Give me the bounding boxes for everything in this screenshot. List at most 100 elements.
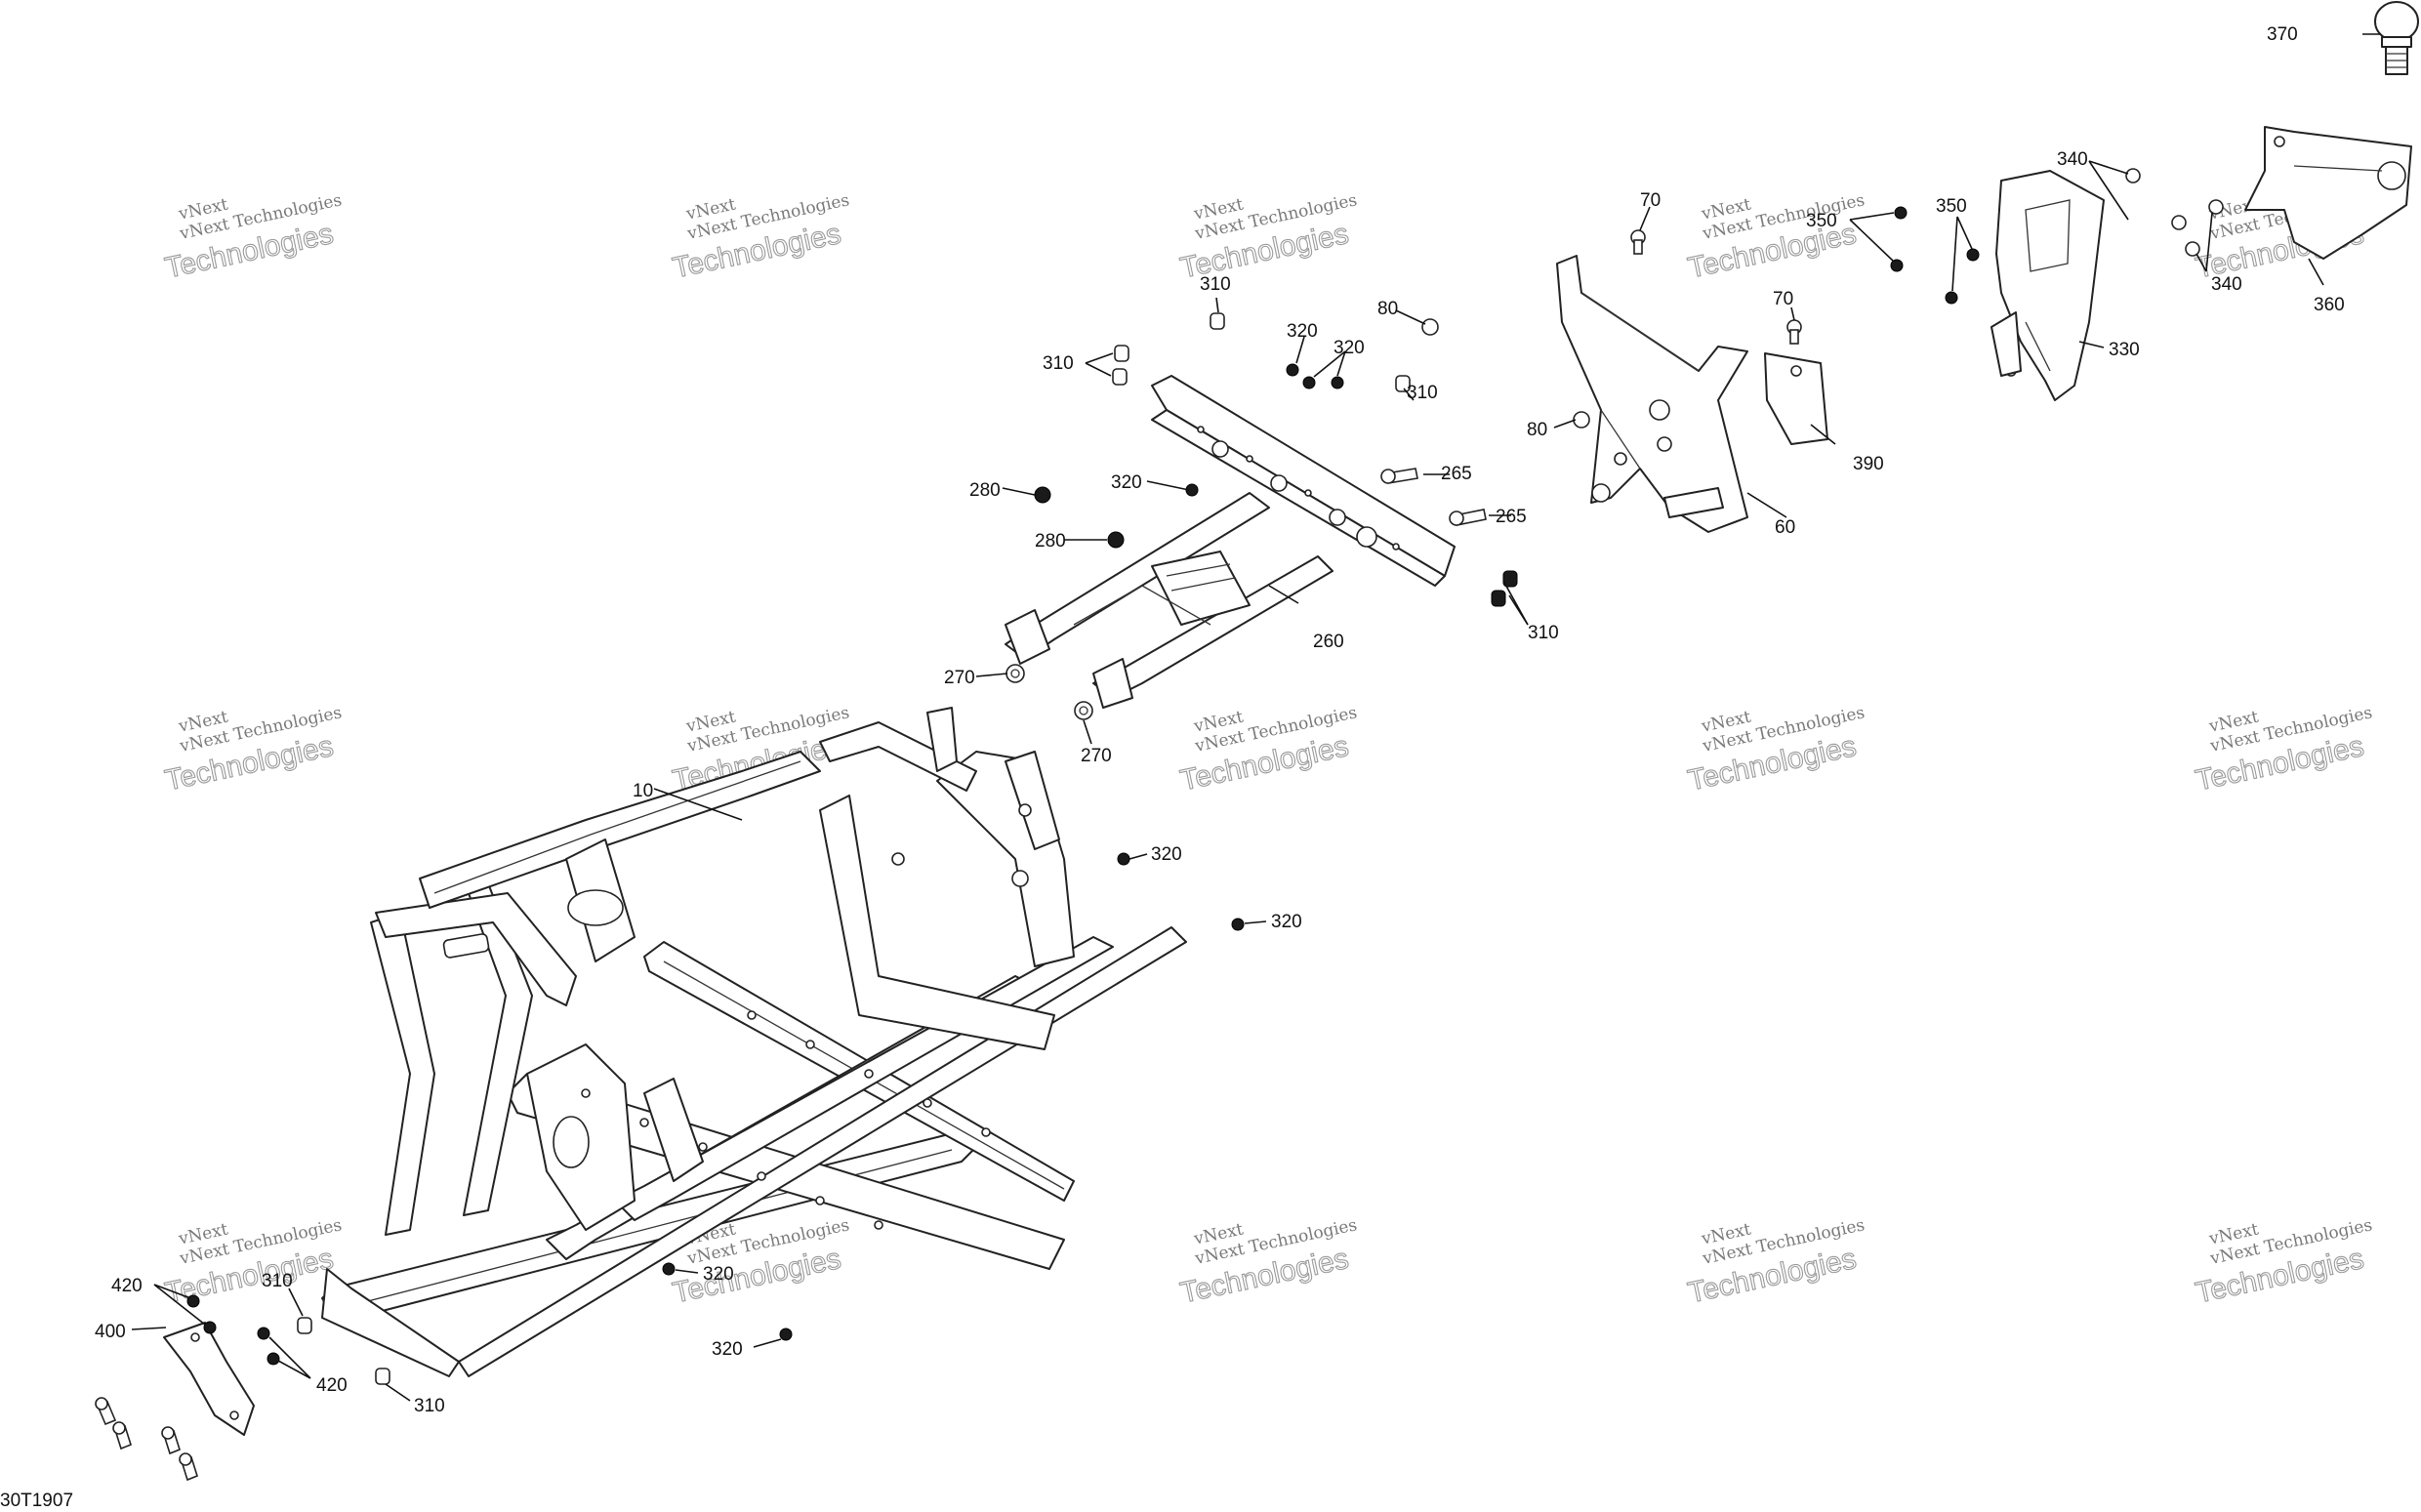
fastener-layer: [95, 168, 2224, 1482]
bolt-340[interactable]: [2208, 199, 2224, 215]
callout-390[interactable]: 390: [1853, 454, 1884, 474]
watermark: vNext vNext Technologies Technologies: [1177, 190, 1359, 285]
callout-350[interactable]: 350: [1806, 211, 1837, 231]
bolt[interactable]: [179, 1452, 198, 1482]
callout-330[interactable]: 330: [2109, 340, 2140, 360]
callout-310[interactable]: 310: [1043, 353, 1074, 374]
subframe-part-260[interactable]: [1005, 375, 1456, 709]
bolt-265[interactable]: [1449, 509, 1487, 526]
nut-350[interactable]: [1894, 206, 1908, 220]
callout-420[interactable]: 420: [316, 1375, 348, 1396]
callout-70[interactable]: 70: [1773, 289, 1793, 309]
plate-part-330[interactable]: [1990, 170, 2105, 401]
bolt[interactable]: [112, 1421, 132, 1451]
callout-60[interactable]: 60: [1775, 517, 1795, 538]
callout-80[interactable]: 80: [1377, 299, 1398, 319]
bolt-70[interactable]: [1786, 319, 1802, 345]
callout-280[interactable]: 280: [1035, 531, 1066, 552]
bushing-310[interactable]: [1395, 375, 1411, 392]
main-frame-part-10[interactable]: [321, 707, 1187, 1377]
bolt-340[interactable]: [2125, 168, 2141, 184]
hitch-ball-part-370[interactable]: [2374, 1, 2419, 75]
nut-320[interactable]: [1286, 363, 1299, 377]
callout-310[interactable]: 310: [1407, 383, 1438, 403]
watermark: vNext vNext Technologies Technologies: [1177, 1215, 1359, 1310]
bushing-310[interactable]: [1502, 570, 1518, 588]
callout-320[interactable]: 320: [1111, 472, 1142, 493]
callout-265[interactable]: 265: [1496, 507, 1527, 527]
callout-280[interactable]: 280: [969, 480, 1001, 501]
callout-340[interactable]: 340: [2211, 274, 2242, 295]
bushing-310[interactable]: [1491, 590, 1506, 607]
callout-265[interactable]: 265: [1441, 464, 1472, 484]
nut-320[interactable]: [1231, 918, 1245, 931]
bushing-310[interactable]: [1112, 368, 1128, 386]
bracket-part-60[interactable]: [1556, 255, 1748, 533]
callout-310[interactable]: 310: [1528, 623, 1559, 643]
drawing-reference-code: 30T1907: [0, 1491, 73, 1511]
nut-320[interactable]: [779, 1328, 793, 1341]
watermark: vNext vNext Technologies Technologies: [162, 703, 344, 797]
nut-320[interactable]: [1117, 852, 1130, 866]
nut-350[interactable]: [1966, 248, 1980, 262]
bolt[interactable]: [161, 1426, 181, 1455]
callout-310[interactable]: 310: [414, 1396, 445, 1416]
nut-80[interactable]: [1421, 318, 1439, 336]
callout-360[interactable]: 360: [2314, 295, 2345, 315]
bracket-part-360[interactable]: [2244, 126, 2412, 260]
bracket-part-400[interactable]: [163, 1322, 255, 1436]
nut-280[interactable]: [1107, 531, 1125, 549]
callout-310[interactable]: 310: [1200, 274, 1231, 295]
nut-270[interactable]: [1074, 701, 1093, 720]
bushing-310[interactable]: [1114, 345, 1129, 362]
callout-320[interactable]: 320: [712, 1339, 743, 1360]
watermark: vNext vNext Technologies Technologies: [2193, 703, 2374, 797]
watermark: vNext vNext Technologies Technologies: [1685, 190, 1867, 285]
callout-420[interactable]: 420: [111, 1276, 143, 1296]
nut-320[interactable]: [1302, 376, 1316, 389]
nut-80[interactable]: [1573, 411, 1590, 429]
callout-270[interactable]: 270: [1081, 746, 1112, 766]
callout-320[interactable]: 320: [1271, 912, 1302, 932]
callout-10[interactable]: 10: [633, 781, 653, 801]
callout-350[interactable]: 350: [1936, 196, 1967, 217]
callout-320[interactable]: 320: [1334, 338, 1365, 358]
callout-270[interactable]: 270: [944, 668, 975, 688]
callout-310[interactable]: 310: [262, 1271, 293, 1291]
watermark: vNext vNext Technologies Technologies: [1685, 703, 1867, 797]
nut-350[interactable]: [1945, 291, 1958, 305]
bolt-340[interactable]: [2185, 241, 2200, 257]
nut-350[interactable]: [1890, 259, 1904, 272]
callout-80[interactable]: 80: [1527, 420, 1547, 440]
nut-280[interactable]: [1034, 486, 1051, 504]
watermark: vNext vNext Technologies Technologies: [1177, 703, 1359, 797]
nut-320[interactable]: [1331, 376, 1344, 389]
watermark: vNext vNext Technologies Technologies: [670, 190, 851, 285]
bolt-70[interactable]: [1630, 229, 1646, 255]
watermark: vNext vNext Technologies Technologies: [162, 190, 344, 285]
nut-420[interactable]: [257, 1327, 270, 1340]
nut-420[interactable]: [267, 1352, 280, 1366]
callout-340[interactable]: 340: [2057, 149, 2088, 170]
nut-320[interactable]: [662, 1262, 676, 1276]
callout-labels: 10 60 70 70 80 80 260 265 265 270 270 28…: [95, 24, 2345, 1416]
callout-320[interactable]: 320: [1287, 321, 1318, 342]
watermark: vNext vNext Technologies Technologies: [1685, 1215, 1867, 1310]
callout-400[interactable]: 400: [95, 1322, 126, 1342]
callout-320[interactable]: 320: [1151, 844, 1182, 865]
nut-270[interactable]: [1005, 664, 1025, 683]
nut-420[interactable]: [203, 1321, 217, 1334]
bolt-340[interactable]: [2171, 215, 2187, 230]
bushing-310[interactable]: [297, 1317, 312, 1334]
bolt[interactable]: [95, 1397, 117, 1426]
callout-260[interactable]: 260: [1313, 632, 1344, 652]
callout-320[interactable]: 320: [703, 1264, 734, 1285]
watermark: vNext vNext Technologies Technologies: [2193, 1215, 2374, 1310]
callout-70[interactable]: 70: [1640, 190, 1661, 211]
bolt-265[interactable]: [1380, 468, 1418, 484]
callout-370[interactable]: 370: [2267, 24, 2298, 45]
plate-part-390[interactable]: [1764, 352, 1828, 445]
bushing-310[interactable]: [1210, 312, 1225, 330]
bushing-310[interactable]: [375, 1368, 390, 1385]
